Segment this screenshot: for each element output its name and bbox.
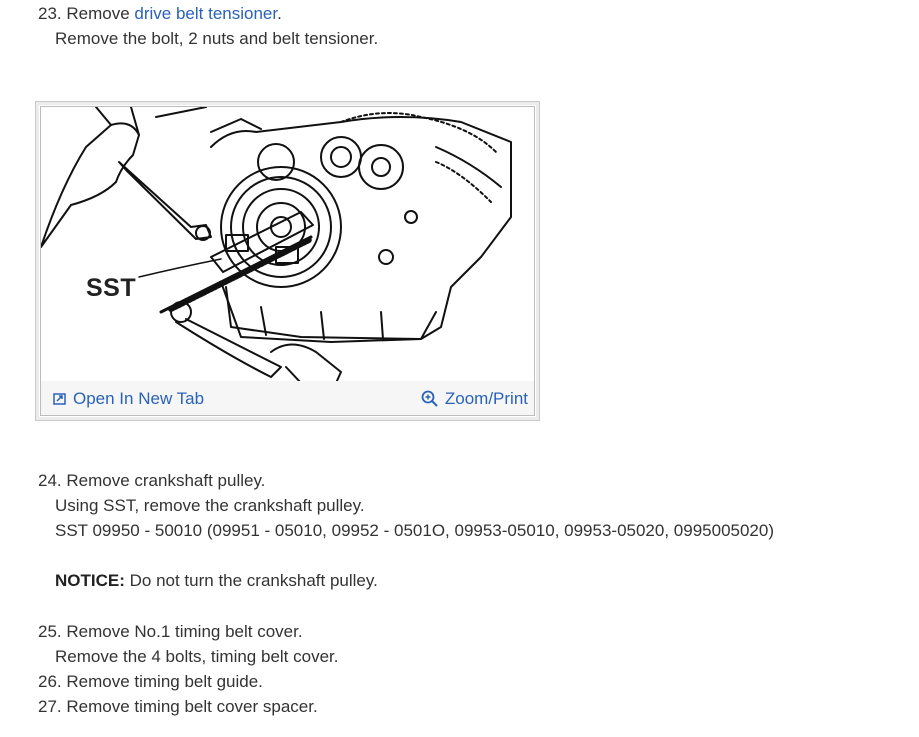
step-25-detail: Remove the 4 bolts, timing belt cover. — [55, 647, 339, 666]
step-25-title: 25. Remove No.1 timing belt cover. — [38, 622, 303, 641]
step-number: 23. — [38, 4, 62, 23]
zoom-print-label: Zoom/Print — [444, 389, 528, 408]
open-new-tab-label: Open In New Tab — [73, 389, 205, 408]
diagram-frame: SST Open In New Tab Zoom/Print — [40, 106, 535, 416]
zoom-in-icon — [421, 390, 438, 407]
notice-label: NOTICE: — [55, 571, 125, 590]
step-24-title: 24. Remove crankshaft pulley. — [38, 471, 266, 490]
diagram-figure: SST Open In New Tab Zoom/Print — [35, 101, 540, 421]
figure-toolbar: Open In New Tab Zoom/Print — [41, 381, 534, 415]
notice-text: Do not turn the crankshaft pulley. — [124, 571, 378, 590]
drive-belt-tensioner-link[interactable]: drive belt tensioner — [134, 4, 278, 23]
step-26-title: 26. Remove timing belt guide. — [38, 672, 263, 691]
crankshaft-pulley-removal-illustration — [41, 107, 512, 383]
step-23-title: 23. Remove drive belt tensioner. — [38, 4, 282, 24]
step-text: Remove — [66, 4, 135, 23]
step-24-detail: Using SST, remove the crankshaft pulley. — [55, 496, 365, 515]
zoom-print-button[interactable]: Zoom/Print — [421, 389, 528, 409]
step-punct: . — [277, 4, 282, 23]
step-27-title: 27. Remove timing belt cover spacer. — [38, 697, 318, 716]
sst-label: SST — [86, 274, 137, 302]
step-24-notice: NOTICE: Do not turn the crankshaft pulle… — [55, 571, 378, 591]
step-24-sst: SST 09950 - 50010 (09951 - 05010, 09952 … — [55, 521, 774, 540]
external-link-icon — [53, 393, 66, 405]
step-23-detail: Remove the bolt, 2 nuts and belt tension… — [55, 29, 379, 48]
open-new-tab-button[interactable]: Open In New Tab — [53, 389, 204, 409]
